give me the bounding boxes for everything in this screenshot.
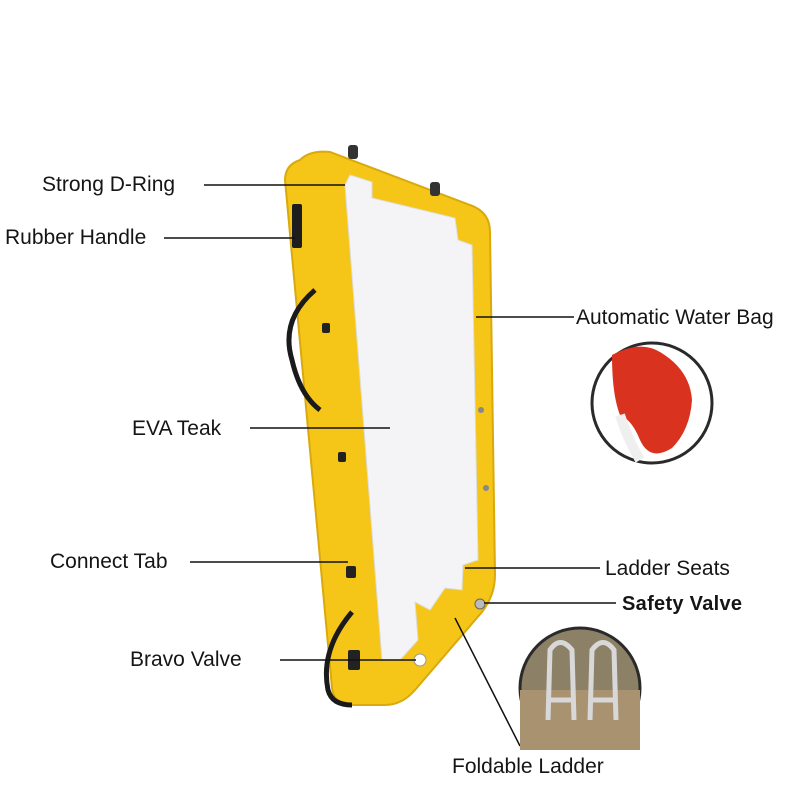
- label-rubber-handle: Rubber Handle: [5, 226, 147, 249]
- label-eva-teak: EVA Teak: [132, 417, 222, 440]
- d-ring-left: [348, 145, 358, 159]
- safety-valve-mark: [474, 598, 486, 610]
- leader-lines: [164, 184, 616, 747]
- label-safety-valve: Safety Valve: [622, 593, 743, 615]
- side-fitting-2: [338, 452, 346, 462]
- label-ladder-seats: Ladder Seats: [605, 557, 730, 580]
- side-fitting-1: [322, 323, 330, 333]
- eva-deck: [344, 174, 479, 661]
- ladder-deck: [520, 690, 640, 750]
- label-automatic-water-bag: Automatic Water Bag: [576, 306, 774, 329]
- label-strong-d-ring: Strong D-Ring: [42, 173, 176, 196]
- ladder-icon: [545, 640, 619, 721]
- rubber-handle: [292, 204, 302, 248]
- label-connect-tab: Connect Tab: [50, 550, 168, 573]
- label-foldable-ladder: Foldable Ladder: [452, 755, 604, 778]
- bottom-rope: [323, 610, 354, 708]
- right-fitting-1: [478, 407, 484, 413]
- side-rope: [286, 288, 322, 412]
- right-fitting-2: [483, 485, 489, 491]
- connect-tab-fitting: [346, 566, 356, 578]
- water-bag-strap: [615, 413, 645, 463]
- d-ring-right: [430, 182, 440, 196]
- leader-foldable-ladder: [454, 617, 521, 747]
- water-bag-icon: [612, 346, 692, 454]
- label-bravo-valve: Bravo Valve: [130, 648, 242, 671]
